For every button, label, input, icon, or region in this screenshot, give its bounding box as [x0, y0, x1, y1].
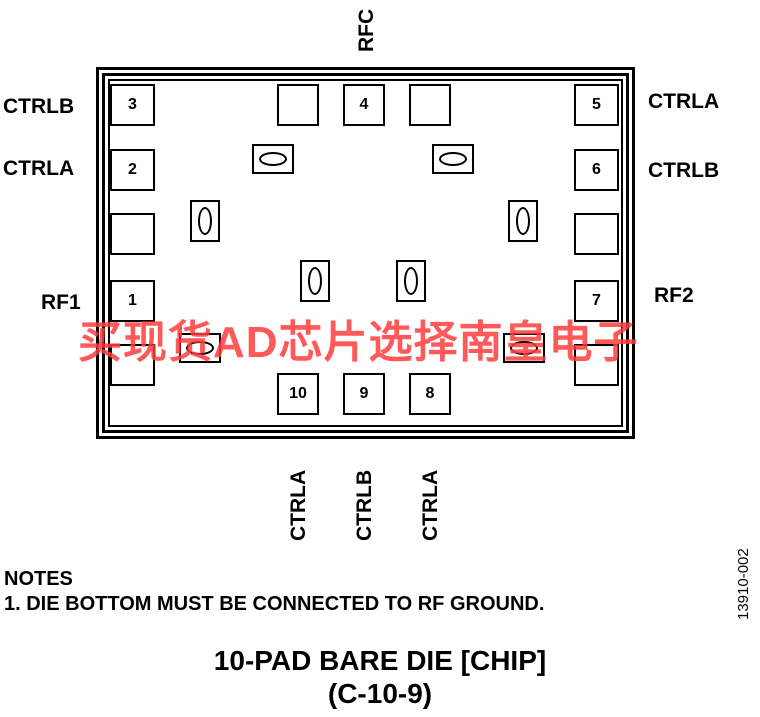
label-rf2: RF2: [654, 284, 694, 307]
via-oval: [439, 152, 467, 166]
pad-6: 6: [574, 149, 619, 191]
pad-7-number: 7: [592, 292, 601, 309]
pad-9-number: 9: [359, 385, 369, 402]
pad-8: 8: [409, 373, 451, 415]
pad-unlabeled-top-left: [277, 84, 319, 126]
via-pad-horizontal-bottom-right: [503, 333, 545, 363]
pad-4-number: 4: [359, 96, 369, 113]
pad-unlabeled-right-bottom: [574, 344, 619, 386]
figure-id: 13910-002: [735, 548, 752, 620]
via-pad-vertical-center-left: [300, 260, 330, 302]
via-pad-horizontal-top-left: [252, 144, 294, 174]
pad-2-number: 2: [128, 161, 137, 178]
pad-1: 1: [110, 280, 155, 322]
pad-5-number: 5: [592, 96, 601, 113]
die-outline-middle: [102, 73, 629, 433]
pad-8-number: 8: [425, 385, 435, 402]
figure-title-line-2: (C-10-9): [327, 678, 433, 709]
pad-10: 10: [277, 373, 319, 415]
label-rf1: RF1: [41, 291, 81, 314]
via-oval: [308, 267, 322, 295]
label-rfc: RFC: [355, 8, 378, 52]
label-ctrlb-left: CTRLB: [3, 95, 75, 118]
pad-unlabeled-top-right: [409, 84, 451, 126]
die-outline-inner: [108, 79, 623, 427]
notes-heading: NOTES: [4, 568, 73, 590]
pad-unlabeled-left-mid: [110, 213, 155, 255]
via-pad-horizontal-top-right: [432, 144, 474, 174]
pad-9: 9: [343, 373, 385, 415]
via-oval: [186, 341, 214, 355]
pad-unlabeled-right-mid: [574, 213, 619, 255]
via-pad-horizontal-bottom-left: [179, 333, 221, 363]
pad-3: 3: [110, 84, 155, 126]
via-pad-vertical-right: [508, 200, 538, 242]
via-oval: [516, 207, 530, 235]
pad-1-number: 1: [128, 292, 137, 309]
pad-4: 4: [343, 84, 385, 126]
die-outline-outer: [96, 67, 635, 439]
via-oval: [259, 152, 287, 166]
pad-7: 7: [574, 280, 619, 322]
via-pad-vertical-left: [190, 200, 220, 242]
pad-10-number: 10: [289, 385, 307, 402]
via-oval: [404, 267, 418, 295]
label-ctrlb-right: CTRLB: [648, 159, 720, 182]
label-ctrla-pad8: CTRLA: [419, 469, 442, 541]
via-oval: [510, 341, 538, 355]
via-oval: [198, 207, 212, 235]
watermark-text: 买现货AD芯片选择南皇电子: [78, 318, 639, 367]
via-pad-vertical-center-right: [396, 260, 426, 302]
pad-2: 2: [110, 149, 155, 191]
pad-5: 5: [574, 84, 619, 126]
label-ctrla-right: CTRLA: [648, 90, 720, 113]
notes-line-1: 1. DIE BOTTOM MUST BE CONNECTED TO RF GR…: [4, 593, 545, 615]
pad-unlabeled-left-bottom: [110, 344, 155, 386]
figure-title-line-1: 10-PAD BARE DIE [CHIP]: [213, 645, 547, 676]
label-ctrla-left: CTRLA: [3, 157, 75, 180]
label-ctrla-pad10: CTRLA: [287, 469, 310, 541]
pad-3-number: 3: [128, 96, 137, 113]
label-ctrlb-pad9: CTRLB: [353, 469, 376, 541]
pad-6-number: 6: [592, 161, 601, 178]
